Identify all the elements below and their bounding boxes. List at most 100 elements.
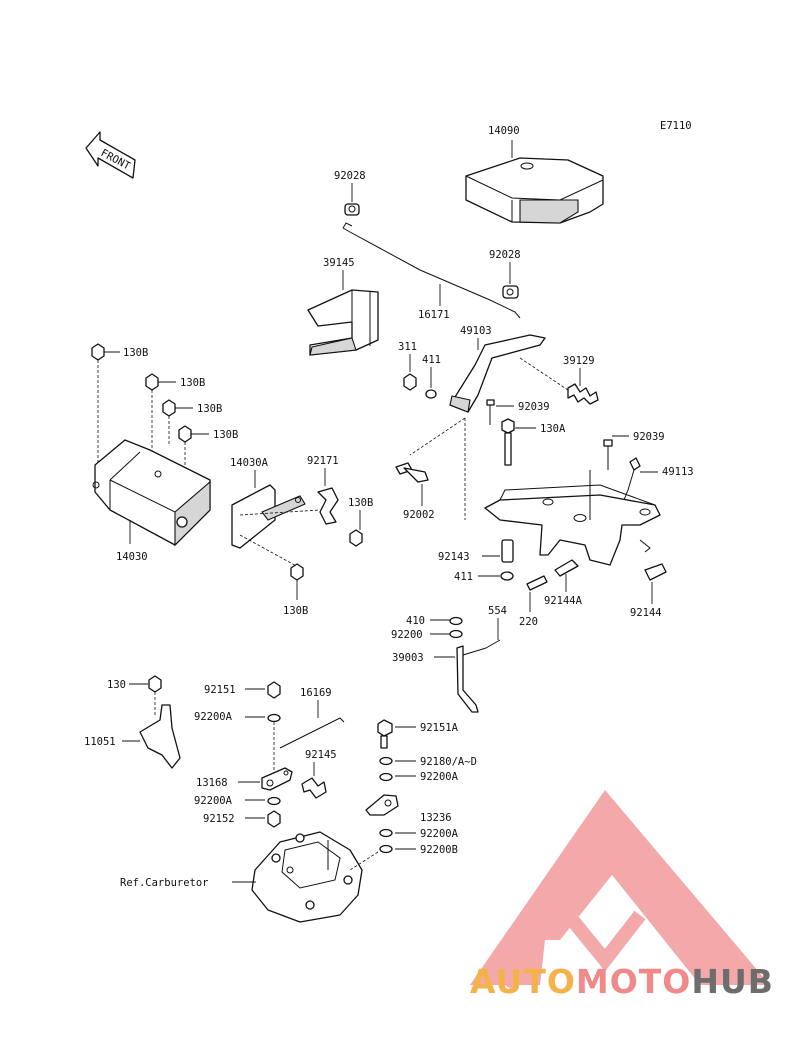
- part-11051-bracket: [139, 704, 181, 769]
- label-14030a: 14030A: [230, 457, 269, 469]
- label-92180: 92180/A~D: [420, 756, 477, 768]
- part-92151a-screw: [377, 719, 393, 749]
- part-39129-spring: [519, 357, 599, 405]
- part-92200-washer: [449, 629, 463, 639]
- label-92144a: 92144A: [544, 595, 583, 607]
- label-410: 410: [406, 615, 425, 627]
- part-13168-lever: [261, 767, 293, 791]
- part-130b-bolt-2: [145, 373, 159, 391]
- part-92200b-washer: [379, 844, 393, 854]
- part-130b-bolt-3: [162, 399, 176, 417]
- label-92152: 92152: [203, 813, 235, 825]
- label-16169: 16169: [300, 687, 332, 699]
- part-92200a-washer-1: [267, 713, 281, 723]
- label-92145: 92145: [305, 749, 337, 761]
- brand-auto: AUTO: [470, 962, 576, 1001]
- label-220: 220: [519, 616, 538, 628]
- part-13236-lever: [365, 794, 399, 816]
- part-92151-screw: [267, 681, 281, 699]
- label-39129: 39129: [563, 355, 595, 367]
- part-14030a-plate: [231, 484, 321, 569]
- label-92171: 92171: [307, 455, 339, 467]
- label-92200a-2: 92200A: [194, 795, 233, 807]
- label-14030: 14030: [116, 551, 148, 563]
- part-16169-rod: [279, 717, 345, 749]
- label-411-b: 411: [454, 571, 473, 583]
- part-16171-rod: [342, 227, 521, 319]
- part-49103-lever: [409, 334, 546, 520]
- label-130b-6: 130B: [283, 605, 308, 617]
- watermark-brand: AUTOMOTOHUB: [470, 962, 774, 1002]
- label-92151: 92151: [204, 684, 236, 696]
- part-311-nut: [403, 373, 417, 391]
- part-220-screw: [526, 575, 548, 591]
- label-130b-1: 130B: [123, 347, 148, 359]
- part-92002-bolt: [395, 462, 429, 483]
- label-92200a-3: 92200A: [420, 771, 459, 783]
- part-throttle-bracket: [484, 470, 661, 566]
- part-92144-spring: [644, 563, 667, 581]
- brand-moto: MOTO: [575, 962, 692, 1001]
- label-130b-3: 130B: [197, 403, 222, 415]
- label-92039-a: 92039: [518, 401, 550, 413]
- part-411-washer-b: [500, 571, 514, 581]
- part-39003-link: [456, 645, 487, 713]
- watermark-triangle-icon: [470, 790, 770, 989]
- part-92028-clip-a: [344, 203, 360, 216]
- ref-carburetor-label: Ref.Carburetor: [120, 877, 209, 889]
- diagram-code: E7110: [660, 120, 692, 132]
- label-49103: 49103: [460, 325, 492, 337]
- label-92144: 92144: [630, 607, 662, 619]
- label-92143: 92143: [438, 551, 470, 563]
- brand-hub: HUB: [691, 962, 774, 1001]
- label-130a: 130A: [540, 423, 566, 435]
- label-130b-5: 130B: [348, 497, 373, 509]
- part-130b-bolt-1: [91, 343, 105, 361]
- part-carburetor: [251, 831, 363, 923]
- part-39145-bracket: [307, 289, 379, 356]
- label-130: 130: [107, 679, 126, 691]
- part-92200a-washer-3: [379, 772, 393, 782]
- part-14090-cover: [465, 140, 604, 224]
- part-130a-bolt: [501, 418, 515, 466]
- part-92144a-spring: [554, 559, 579, 577]
- label-92028-b: 92028: [489, 249, 521, 261]
- label-92028-a: 92028: [334, 170, 366, 182]
- label-39145: 39145: [323, 257, 355, 269]
- part-92171-clip: [317, 487, 339, 525]
- part-92039-pin-a: [486, 399, 495, 425]
- label-13168: 13168: [196, 777, 228, 789]
- front-arrow-icon: FRONT: [85, 131, 136, 179]
- label-411-a: 411: [422, 354, 441, 366]
- label-11051: 11051: [84, 736, 116, 748]
- label-14090: 14090: [488, 125, 520, 137]
- label-39003: 39003: [392, 652, 424, 664]
- label-13236: 13236: [420, 812, 452, 824]
- part-92200a-washer-2: [267, 796, 281, 806]
- label-92039-b: 92039: [633, 431, 665, 443]
- part-410-washer: [449, 616, 463, 626]
- part-130b-bolt-6: [290, 563, 304, 581]
- label-92200b: 92200B: [420, 844, 458, 856]
- part-92028-clip-b: [502, 285, 519, 299]
- label-16171: 16171: [418, 309, 450, 321]
- part-92152-nut: [267, 810, 281, 828]
- part-92180-shim: [379, 756, 393, 766]
- part-411-washer-a: [425, 389, 437, 399]
- label-130b-2: 130B: [180, 377, 205, 389]
- part-92143-collar: [501, 539, 514, 563]
- label-49113: 49113: [662, 466, 694, 478]
- label-92151a: 92151A: [420, 722, 459, 734]
- part-92145-spring: [301, 777, 327, 799]
- label-311: 311: [398, 341, 417, 353]
- label-130b-4: 130B: [213, 429, 238, 441]
- part-130-bolt: [148, 675, 162, 693]
- label-92200a-4: 92200A: [420, 828, 459, 840]
- part-130b-bolt-4: [178, 425, 192, 443]
- label-92002: 92002: [403, 509, 435, 521]
- part-130b-bolt-5: [349, 529, 363, 547]
- label-92200: 92200: [391, 629, 423, 641]
- part-92200a-washer-4: [379, 828, 393, 838]
- label-554: 554: [488, 605, 507, 617]
